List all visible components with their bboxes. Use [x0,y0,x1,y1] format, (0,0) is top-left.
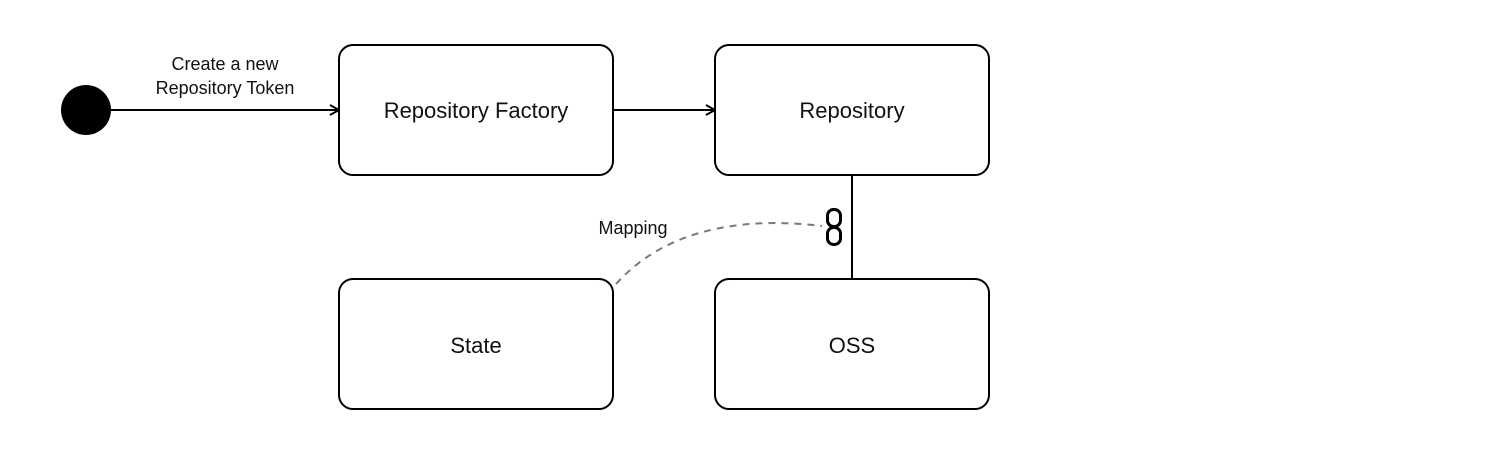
node-label-repository-factory: Repository Factory [384,98,569,123]
node-oss[interactable]: OSS [714,278,990,410]
node-label-state: State [450,333,501,358]
start-node[interactable] [61,85,111,135]
node-state[interactable]: State [338,278,614,410]
node-label-oss: OSS [829,333,875,358]
node-repository-factory[interactable]: Repository Factory [338,44,614,176]
chain-link-icon [826,208,842,246]
node-repository[interactable]: Repository [714,44,990,176]
edge-label-create-token-line1: Create a new [171,54,279,74]
edge-label-create-token-line2: Repository Token [156,78,295,98]
edge-label-mapping: Mapping [598,218,667,238]
node-label-repository: Repository [799,98,904,123]
